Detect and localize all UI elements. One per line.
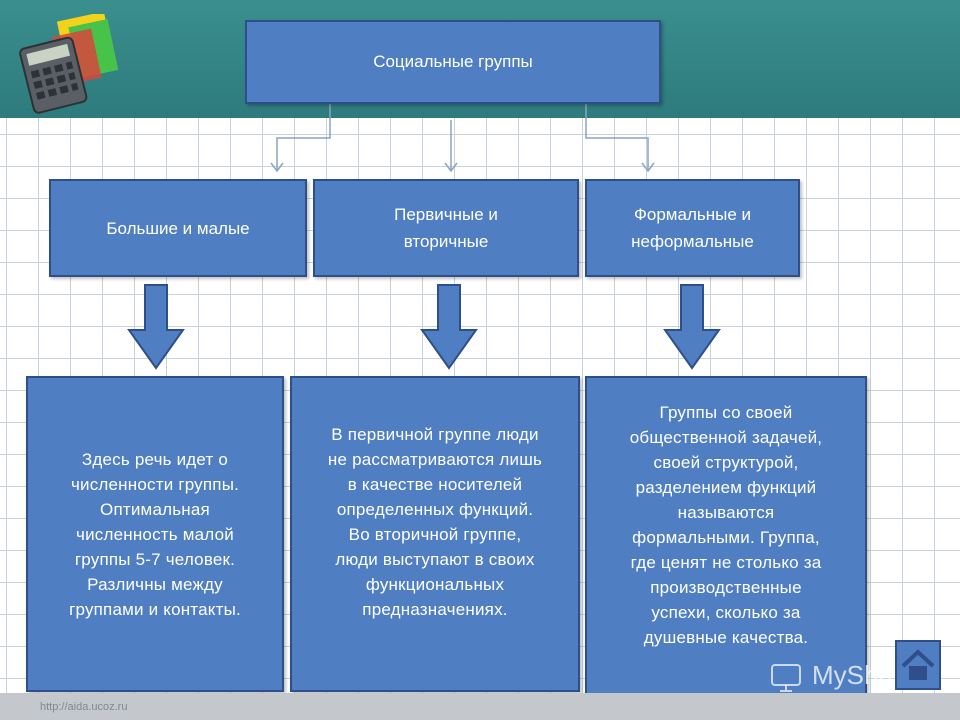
category-box-formal-informal: Формальные и неформальные bbox=[585, 179, 800, 277]
home-nav-button[interactable] bbox=[895, 640, 941, 690]
description-text: Здесь речь идет о численности группы. Оп… bbox=[69, 449, 241, 619]
connector-arrowhead-right bbox=[641, 162, 655, 173]
calculator-logo-icon bbox=[19, 14, 119, 114]
home-icon bbox=[901, 649, 935, 680]
footer-band bbox=[0, 693, 960, 720]
footer-url[interactable]: http://aida.ucoz.ru bbox=[40, 701, 128, 713]
connector-line-left bbox=[276, 104, 331, 170]
description-text: Группы со своей общественной задачей, св… bbox=[629, 403, 823, 647]
category-label: Большие и малые bbox=[106, 218, 250, 238]
diagram-title: Социальные группы bbox=[373, 52, 533, 71]
category-label: Первичные и вторичные bbox=[394, 205, 498, 251]
category-box-large-small: Большие и малые bbox=[49, 179, 307, 277]
connector-arrowhead-middle bbox=[444, 162, 458, 173]
category-label: Формальные и неформальные bbox=[631, 205, 754, 251]
down-arrow-left bbox=[127, 284, 185, 370]
watermark-logo-icon bbox=[771, 664, 801, 692]
category-box-primary-secondary: Первичные и вторичные bbox=[313, 179, 579, 277]
description-text: В первичной группе люди не рассматривают… bbox=[327, 425, 543, 619]
down-arrow-middle bbox=[420, 284, 478, 370]
diagram-title-box: Социальные группы bbox=[245, 20, 661, 104]
down-arrow-right bbox=[663, 284, 721, 370]
description-box-formal-informal: Группы со своей общественной задачей, св… bbox=[585, 376, 867, 708]
description-box-primary-secondary: В первичной группе люди не рассматривают… bbox=[290, 376, 580, 692]
description-box-large-small: Здесь речь идет о численности группы. Оп… bbox=[26, 376, 284, 692]
connector-line-right bbox=[585, 104, 649, 170]
connector-arrowhead-left bbox=[270, 162, 284, 173]
